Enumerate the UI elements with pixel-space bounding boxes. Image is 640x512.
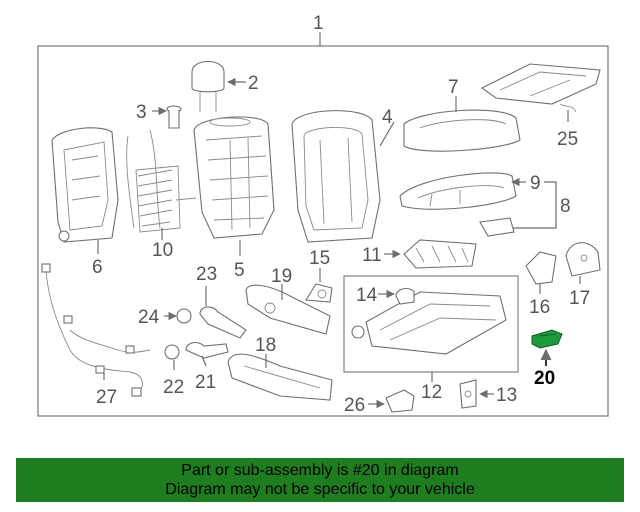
adjuster-outline [343, 275, 519, 373]
highlighted-part-20[interactable] [531, 329, 563, 349]
side-shield-17 [565, 242, 601, 277]
assembly-outline [37, 45, 609, 417]
outer-trim-panel [227, 353, 333, 401]
bracket-13 [459, 379, 477, 409]
callout-12: 12 [421, 382, 442, 403]
banner-line-1: Part or sub-assembly is #20 in diagram [181, 462, 459, 479]
callout-17: 17 [569, 288, 590, 309]
banner-line-2: Diagram may not be specific to your vehi… [165, 481, 475, 498]
callout-16: 16 [529, 297, 550, 318]
wiring-harness [41, 263, 151, 397]
callout-26: 26 [344, 395, 365, 416]
side-shield-16 [525, 251, 557, 285]
seat-cushion-cover [399, 172, 517, 210]
cushion-trim-piece [479, 217, 515, 237]
callout-23: 23 [196, 264, 217, 285]
height-adjuster-handle [185, 341, 229, 359]
lumbar-support [126, 129, 197, 233]
info-banner: Part or sub-assembly is #20 in diagram D… [16, 458, 624, 502]
knob-24 [176, 308, 192, 324]
seat-adjuster [351, 291, 507, 355]
headrest-guide [166, 105, 182, 129]
seat-back-frame [51, 127, 119, 243]
callout-9: 9 [530, 173, 541, 194]
headrest [191, 60, 225, 112]
callout-21: 21 [195, 372, 216, 393]
knob-22 [164, 344, 180, 360]
callout-20: 20 [534, 368, 555, 389]
callout-2: 2 [248, 73, 259, 94]
callout-1: 1 [313, 13, 324, 34]
actuator [305, 283, 333, 303]
callout-14: 14 [356, 285, 378, 306]
callout-4: 4 [382, 107, 393, 128]
callout-11: 11 [362, 245, 382, 266]
callout-10: 10 [152, 240, 173, 261]
callout-13: 13 [496, 385, 517, 406]
parts-diagram: 1 2 3 6 10 5 [37, 13, 609, 417]
seat-cushion-pad [403, 109, 521, 152]
callout-22: 22 [163, 377, 184, 398]
callout-6: 6 [92, 257, 103, 278]
callout-19: 19 [271, 266, 292, 287]
side-trim-panel [245, 284, 331, 335]
adjuster-switch [395, 287, 415, 305]
callout-3: 3 [136, 102, 147, 123]
callout-15: 15 [309, 248, 330, 269]
callout-7: 7 [448, 77, 459, 98]
clip-26 [385, 389, 415, 413]
seat-back-cover [193, 116, 275, 239]
callout-27: 27 [96, 387, 117, 408]
callout-5: 5 [234, 260, 245, 281]
callout-24: 24 [138, 307, 160, 328]
lumbar-adjuster [403, 239, 477, 269]
seat-back-pad [291, 110, 381, 243]
callout-8: 8 [560, 196, 571, 217]
callout-18: 18 [255, 335, 276, 356]
callout-25: 25 [557, 129, 578, 150]
recliner-handle [199, 306, 247, 339]
cushion-pan [480, 63, 601, 113]
